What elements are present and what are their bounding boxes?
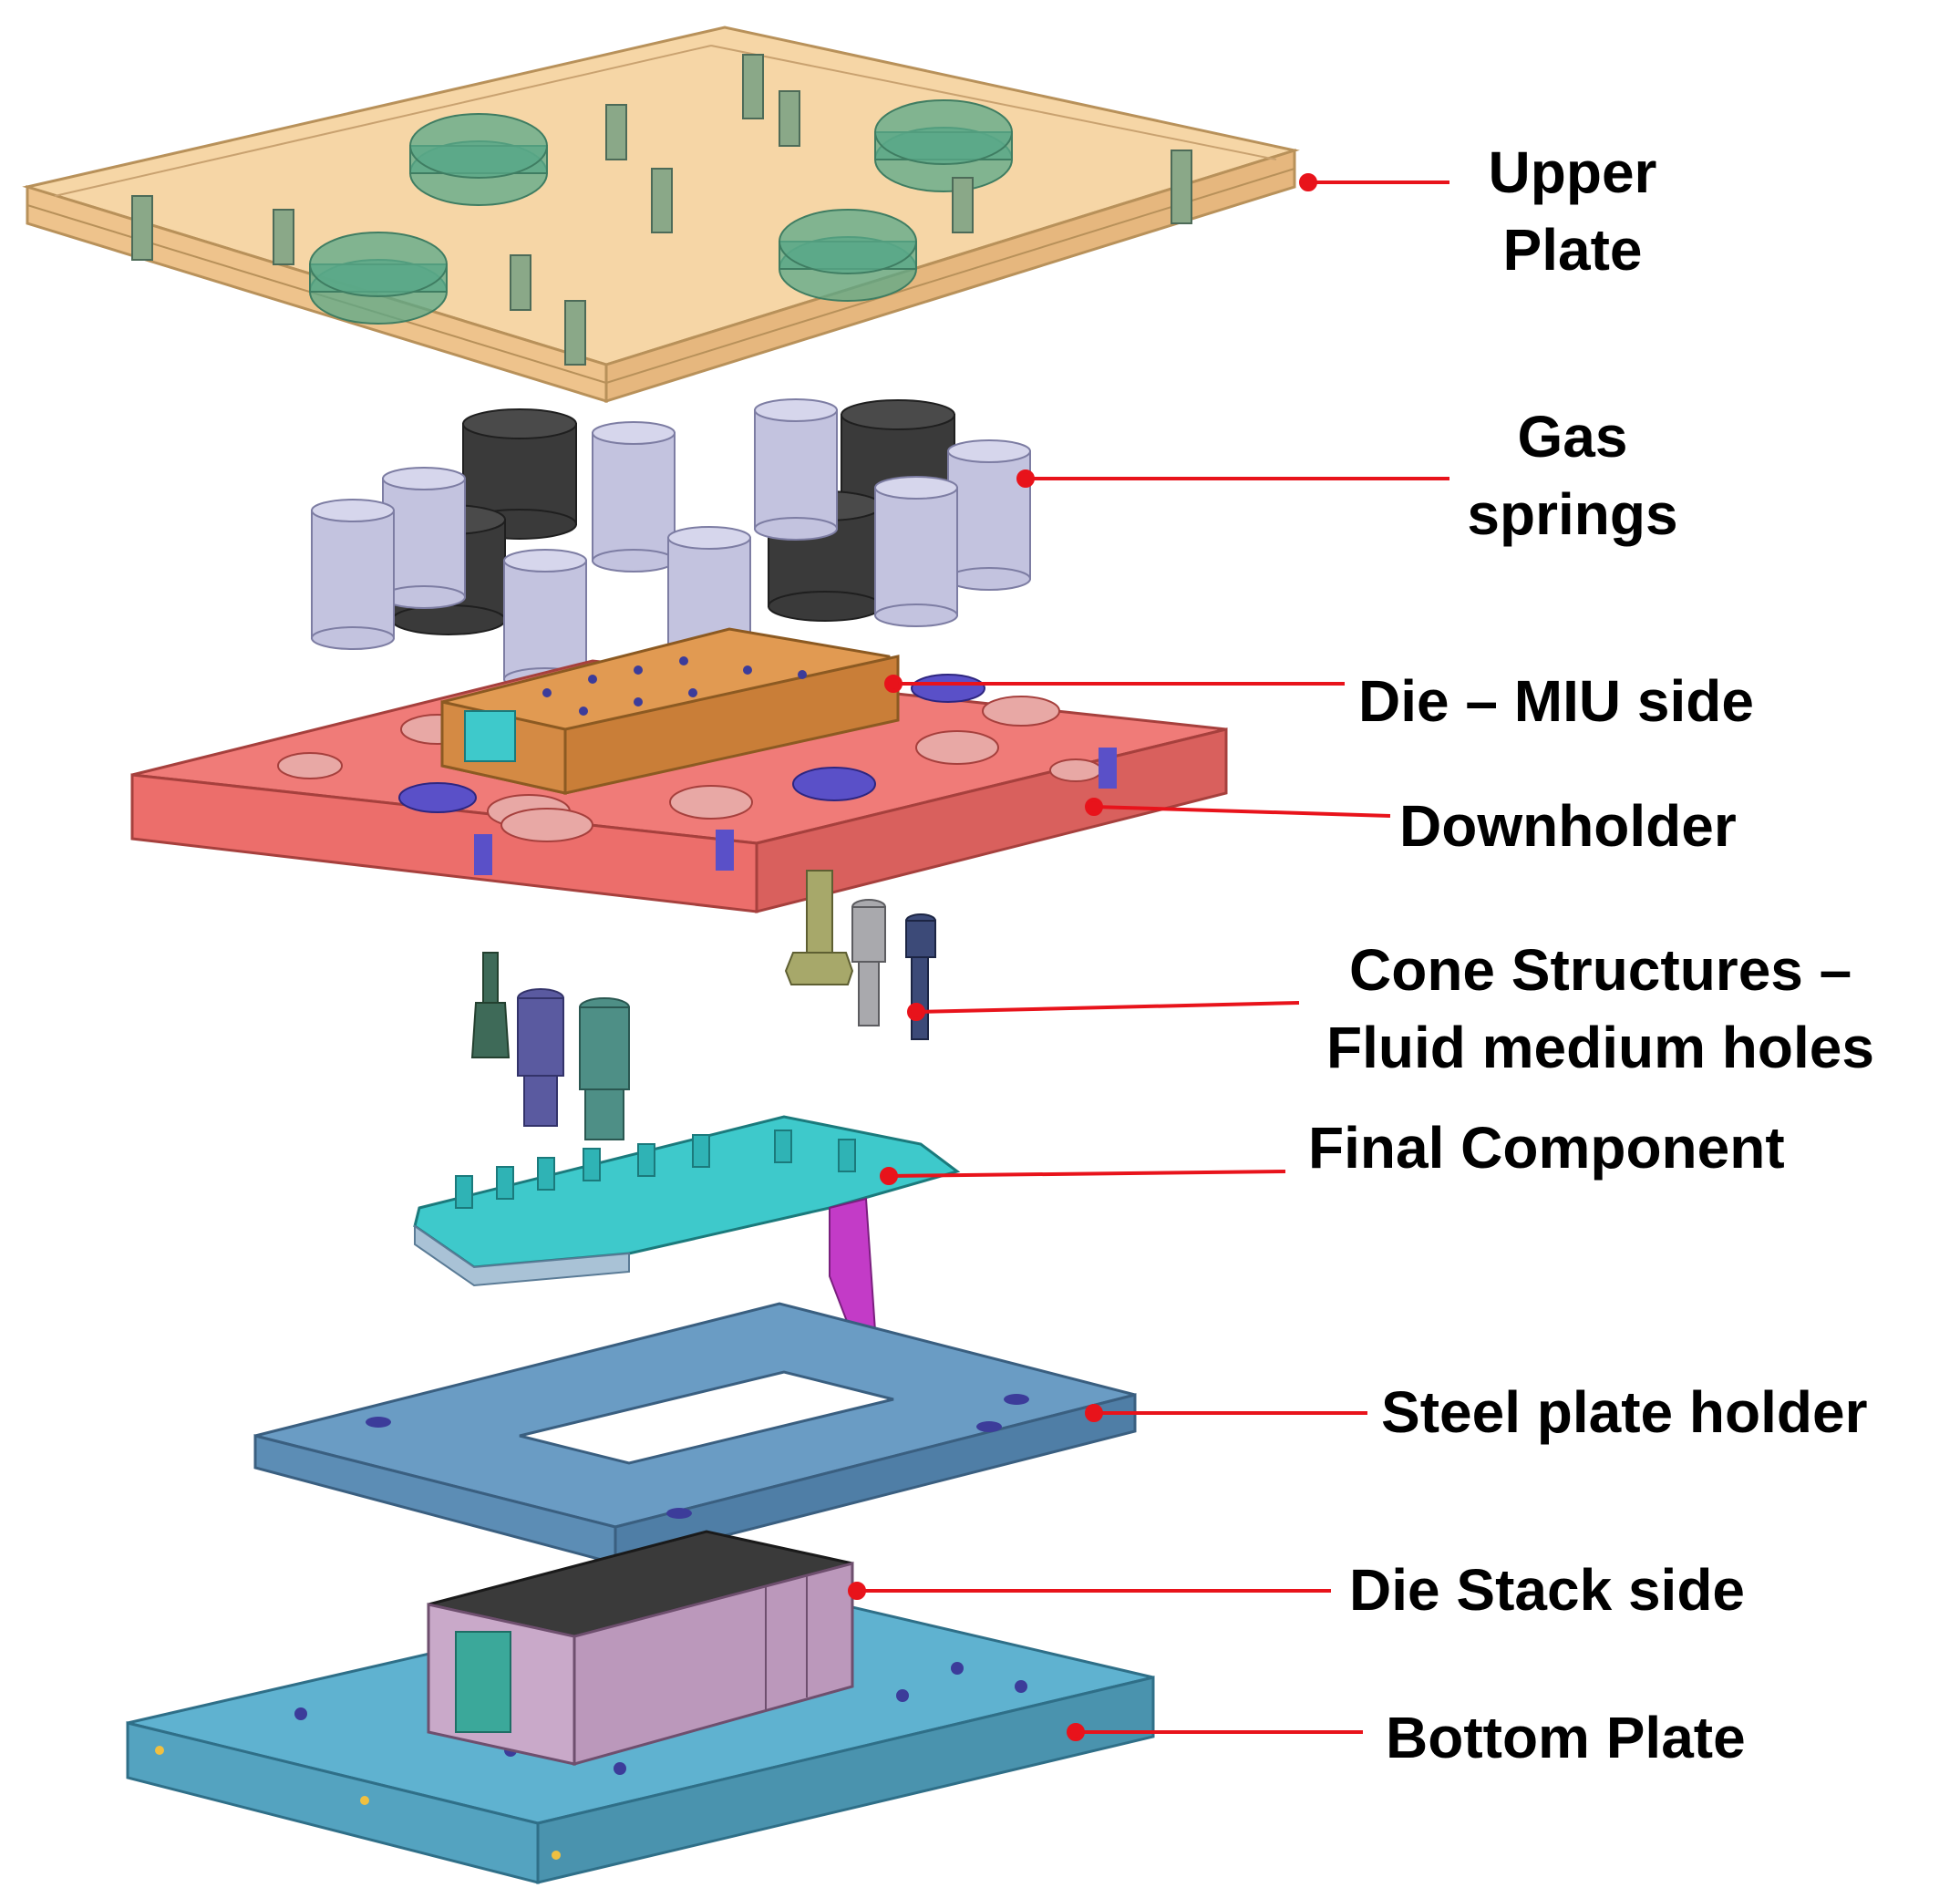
final-component: [413, 1115, 961, 1337]
upper-plate-green-inserts: [309, 99, 1013, 325]
label-cone-structures-line1: Cone Structures –: [1349, 937, 1852, 1003]
ejector-pin: [829, 1197, 877, 1337]
upper-plate: [22, 26, 1300, 404]
steel-plate-holder: [253, 1302, 1137, 1565]
label-cone-structures-line2: Fluid medium holes: [1326, 1015, 1874, 1080]
label-final-component: Final Component: [1308, 1115, 1785, 1181]
die-stack-side: [427, 1530, 854, 1766]
cone-structures: [470, 870, 936, 1140]
leader-downholder: [1093, 805, 1391, 818]
upper-plate-pins: [131, 54, 1192, 366]
leader-final-component: [888, 1170, 1286, 1178]
label-bottom-plate: Bottom Plate: [1386, 1705, 1746, 1770]
leader-lines: [848, 173, 1449, 1741]
die-miu-side: [440, 627, 900, 795]
label-steel-plate-holder: Steel plate holder: [1381, 1379, 1868, 1445]
label-upper-plate-line2: Plate: [1502, 217, 1643, 283]
label-die-miu-side: Die – MIU side: [1358, 668, 1754, 734]
label-gas-springs-line2: springs: [1467, 481, 1678, 547]
gas-springs: [311, 398, 1031, 691]
leader-cone: [915, 1001, 1300, 1014]
label-downholder: Downholder: [1399, 793, 1737, 859]
label-gas-springs-line1: Gas: [1517, 404, 1628, 469]
label-die-stack-side: Die Stack side: [1349, 1557, 1745, 1623]
label-upper-plate-line1: Upper: [1488, 139, 1657, 205]
holder-window: [519, 1370, 894, 1465]
